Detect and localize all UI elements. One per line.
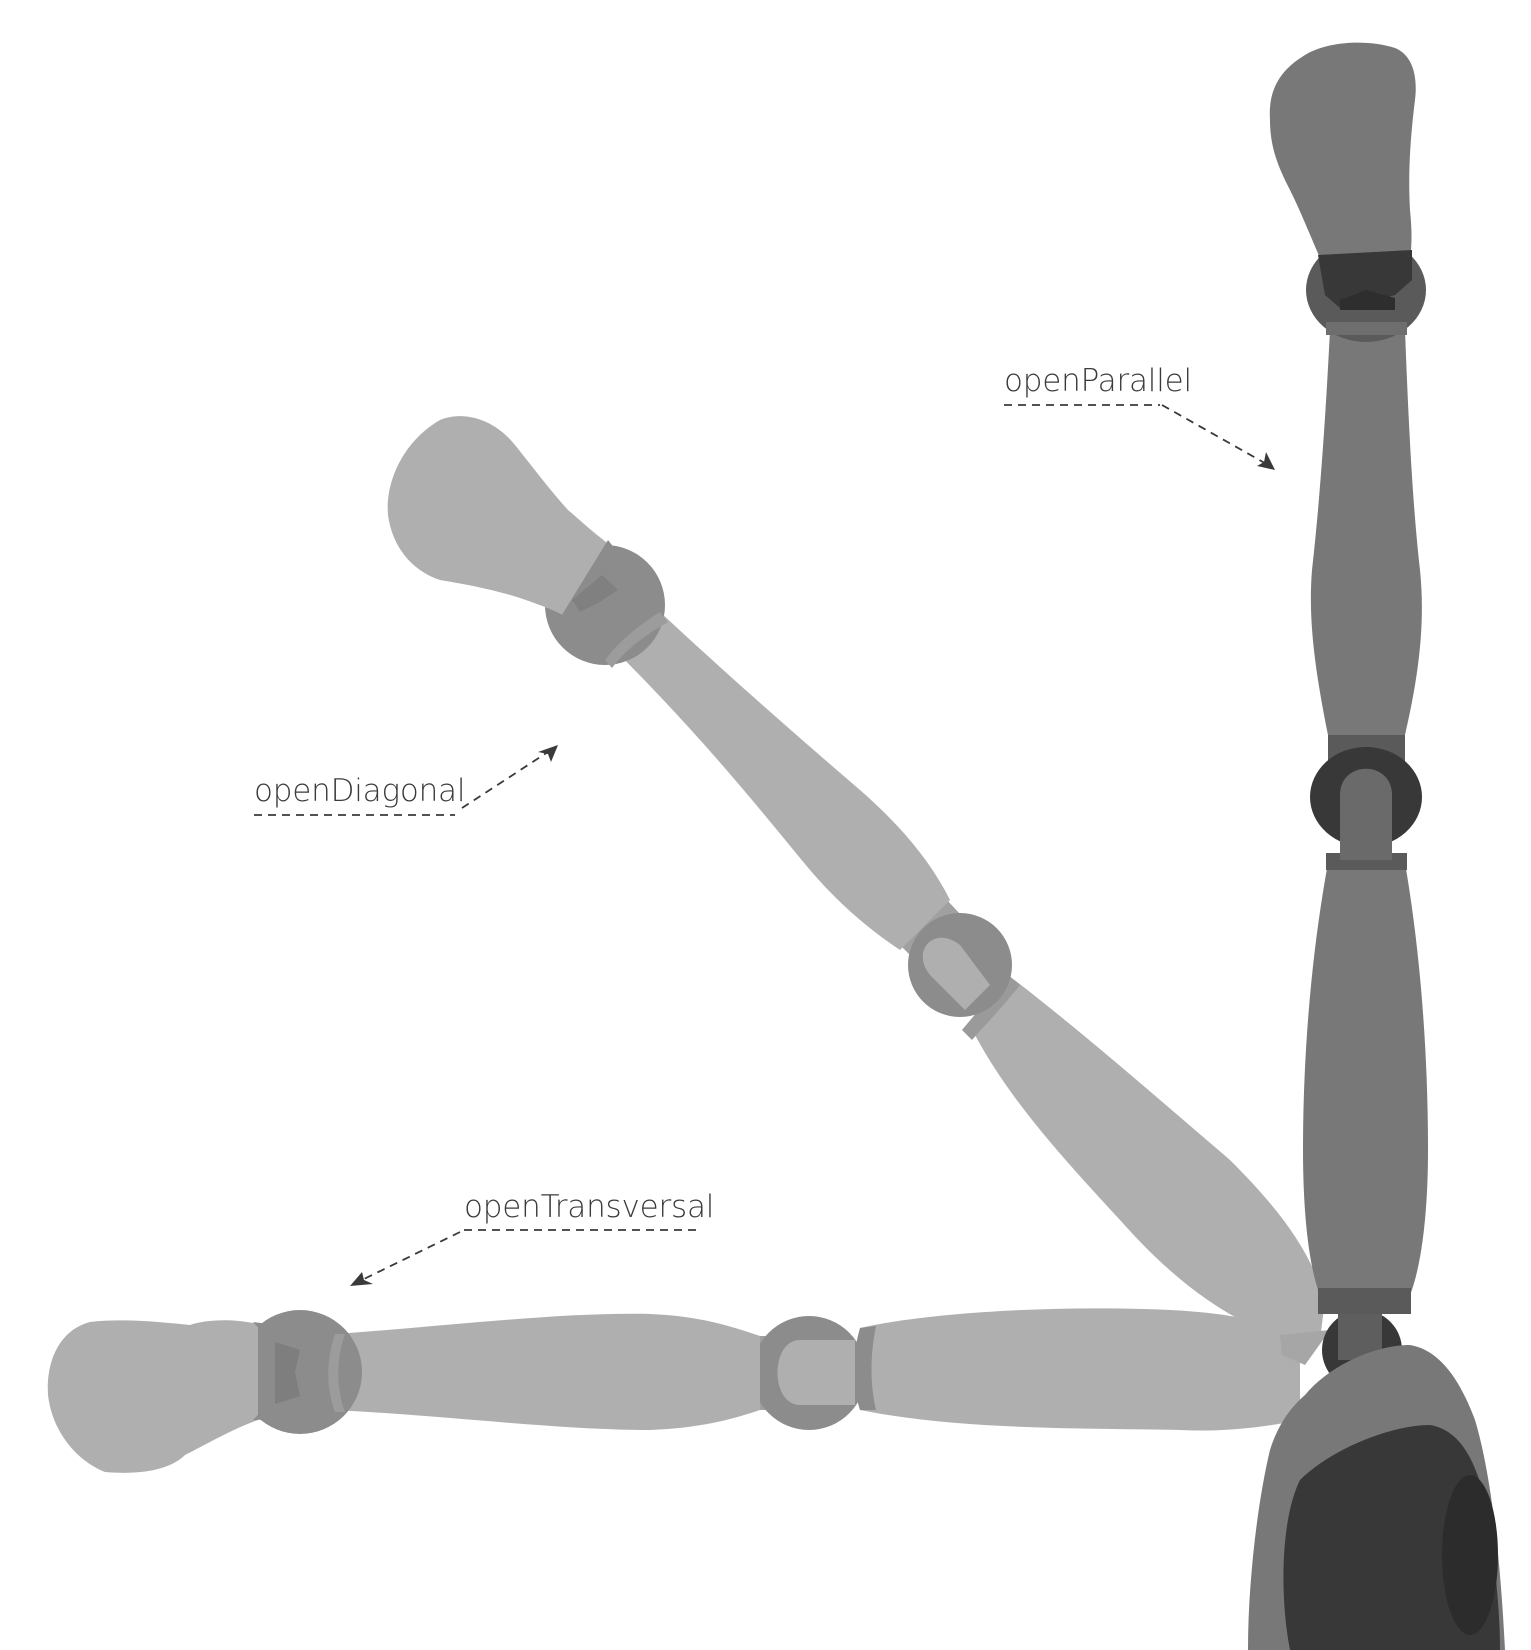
diagonal-shin xyxy=(605,612,950,950)
parallel-shin xyxy=(1310,330,1422,735)
pelvis xyxy=(1248,1345,1505,1650)
open-parallel-label: openParallel xyxy=(1004,363,1192,399)
transversal-knee-inner xyxy=(777,1340,855,1405)
open-diagonal-arrowhead xyxy=(538,745,558,762)
transversal-ankle-strap-inner xyxy=(275,1342,300,1404)
parallel-thigh xyxy=(1303,863,1428,1295)
open-transversal-arrowhead xyxy=(350,1272,373,1286)
diagonal-ankle-strap-inner xyxy=(572,575,618,612)
parallel-ankle-strap xyxy=(1318,250,1412,308)
parallel-leg xyxy=(1269,42,1428,1314)
parallel-knee-inner xyxy=(1340,768,1392,860)
parallel-foot xyxy=(1269,42,1416,259)
parallel-ankle-band xyxy=(1326,322,1407,335)
open-parallel-arrow-line xyxy=(1161,404,1271,467)
diagonal-knee-inner xyxy=(922,937,990,1010)
diagonal-leg xyxy=(387,416,1325,1345)
annotations xyxy=(254,404,1271,1281)
transversal-leg xyxy=(47,1308,1300,1473)
open-diagonal-arrow-line xyxy=(461,751,549,809)
open-transversal-arrow-line xyxy=(361,1231,461,1281)
diagonal-thigh-band xyxy=(962,975,1020,1040)
pelvis-side-highlight xyxy=(1442,1475,1498,1635)
parallel-ankle-strap-notch xyxy=(1340,290,1395,310)
open-transversal-label: openTransversal xyxy=(464,1189,715,1225)
parallel-thigh-hip-band xyxy=(1318,1288,1411,1314)
arrowheads xyxy=(350,452,1275,1286)
open-diagonal-label: openDiagonal xyxy=(254,773,466,809)
diagonal-hip-wedge xyxy=(1280,1330,1330,1365)
transversal-shin xyxy=(335,1313,760,1430)
transversal-foot xyxy=(47,1320,258,1473)
transversal-ankle-band xyxy=(328,1334,345,1412)
diagonal-ankle-band xyxy=(605,612,668,668)
diagonal-foot xyxy=(387,416,610,620)
diagonal-thigh xyxy=(975,975,1325,1345)
transversal-thigh xyxy=(860,1308,1300,1431)
open-parallel-arrowhead xyxy=(1257,452,1275,470)
